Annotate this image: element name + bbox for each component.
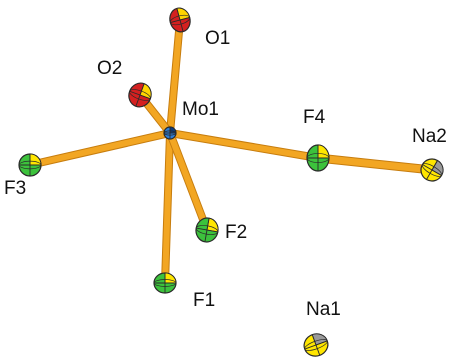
label-F3: F3 xyxy=(4,178,26,199)
atom-Na1 xyxy=(303,333,329,357)
atom-F2 xyxy=(195,217,219,243)
bond-Mo1-F4 xyxy=(166,129,322,162)
atoms xyxy=(18,7,444,357)
label-Mo1: Mo1 xyxy=(182,99,219,120)
atom-O1 xyxy=(169,7,191,33)
bond-F4-Na2 xyxy=(313,153,437,175)
atom-F4 xyxy=(306,144,330,172)
label-Na1: Na1 xyxy=(306,299,341,320)
label-F4: F4 xyxy=(303,107,326,128)
atom-labels: O1 O2 Mo1 F4 Na2 F3 F2 F1 Na1 xyxy=(4,28,447,320)
bond-Mo1-O1 xyxy=(166,16,184,137)
atom-Na2 xyxy=(420,158,444,182)
bonds xyxy=(26,16,437,287)
label-F2: F2 xyxy=(225,222,247,243)
bond-Mo1-F2 xyxy=(166,129,211,234)
atom-F3 xyxy=(18,153,42,177)
atom-Mo1 xyxy=(163,126,177,140)
label-O1: O1 xyxy=(205,28,230,49)
label-Na2: Na2 xyxy=(412,126,447,147)
label-F1: F1 xyxy=(193,290,215,311)
bond-Mo1-F1 xyxy=(161,129,174,287)
bond-Mo1-F3 xyxy=(26,129,174,169)
label-O2: O2 xyxy=(97,58,122,79)
atom-O2 xyxy=(128,82,152,108)
atom-F1 xyxy=(153,272,177,294)
